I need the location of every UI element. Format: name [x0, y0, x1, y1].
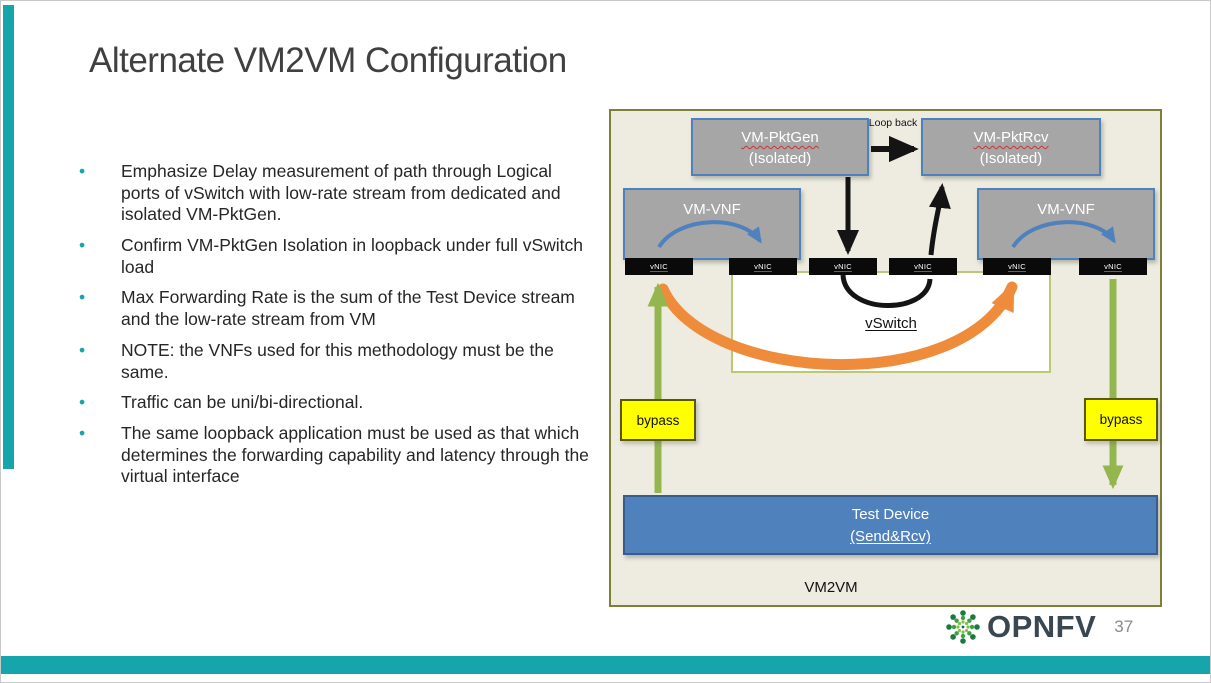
bullet-item: • Emphasize Delay measurement of path th… — [79, 161, 593, 226]
vswitch-label: vSwitch — [865, 315, 917, 332]
bullet-text: Emphasize Delay measurement of path thro… — [121, 161, 561, 225]
vm-pktrcv-label: VM-PktRcv — [973, 129, 1049, 146]
bypass-left-box: bypass — [620, 399, 696, 441]
page-number: 37 — [1114, 617, 1134, 636]
opnfv-logo-text: OPNFV — [987, 609, 1097, 644]
pktrcv-up-arrow — [928, 183, 951, 256]
bypass-left-label: bypass — [636, 412, 680, 428]
vm-vnf-left-label: VM-VNF — [683, 201, 741, 218]
vnic-box: vNIC — [889, 258, 957, 275]
vswitch-loopback-curve-black — [840, 274, 933, 308]
vnic-box: vNIC — [1079, 258, 1147, 275]
bypass-right-box: bypass — [1084, 398, 1158, 441]
loopback-label: Loop back — [868, 117, 918, 129]
opnfv-logo-icon — [946, 610, 980, 644]
bullet-item: • The same loopback application must be … — [79, 423, 593, 488]
vnic-label: vNIC — [1008, 261, 1026, 272]
vnf-right-loop-arrow — [1011, 220, 1116, 249]
left-accent-bar — [3, 5, 14, 469]
vnic-box: vNIC — [809, 258, 877, 275]
bypass-right-label: bypass — [1099, 412, 1143, 427]
vm-pktgen-sublabel: (Isolated) — [748, 150, 812, 167]
bullet-item: • Confirm VM-PktGen Isolation in loopbac… — [79, 235, 593, 278]
vnic-label: vNIC — [754, 261, 772, 272]
bottom-accent-bar — [1, 656, 1210, 674]
slide-title: Alternate VM2VM Configuration — [89, 41, 567, 80]
bullet-marker: • — [79, 422, 86, 443]
bullet-list: • Emphasize Delay measurement of path th… — [79, 161, 593, 497]
vm-pktrcv-box: VM-PktRcv (Isolated) — [921, 118, 1101, 176]
diagram-arrows — [647, 135, 1124, 493]
bullet-marker: • — [79, 392, 86, 413]
bullet-marker: • — [79, 287, 86, 308]
test-device-box: Test Device (Send&Rcv) — [623, 495, 1158, 555]
bullet-text: NOTE: the VNFs used for this methodology… — [121, 339, 554, 382]
vnic-label: vNIC — [914, 261, 932, 272]
vnic-label: vNIC — [1104, 261, 1122, 272]
vnic-box: vNIC — [625, 258, 693, 275]
vnic-box: vNIC — [729, 258, 797, 275]
vswitch-flow-arrow-orange — [657, 281, 1018, 370]
bullet-item: • NOTE: the VNFs used for this methodolo… — [79, 340, 593, 383]
bullet-text: Max Forwarding Rate is the sum of the Te… — [121, 287, 575, 330]
vnic-label: vNIC — [650, 261, 668, 272]
vnic-label: vNIC — [834, 261, 852, 272]
bullet-text: The same loopback application must be us… — [121, 422, 589, 487]
vnic-box: vNIC — [983, 258, 1051, 275]
test-device-label: Test Device — [851, 506, 930, 523]
brand-row: OPNFV 37 — [943, 607, 1133, 647]
bullet-marker: • — [79, 339, 86, 360]
vnf-left-loop-arrow — [657, 220, 762, 249]
bullet-item: • Max Forwarding Rate is the sum of the … — [79, 287, 593, 330]
bullet-marker: • — [79, 235, 86, 256]
vm-vnf-right-label: VM-VNF — [1037, 201, 1095, 218]
bullet-text: Confirm VM-PktGen Isolation in loopback … — [121, 235, 584, 277]
bullet-item: • Traffic can be uni/bi-directional. — [79, 392, 593, 414]
diagram-caption: VM2VM — [804, 579, 858, 596]
vm-pktgen-box: VM-PktGen (Isolated) — [691, 118, 869, 176]
vm2vm-diagram: vSwitch VM-PktGen (Isolated) Loop back V… — [609, 109, 1162, 607]
vm-pktrcv-sublabel: (Isolated) — [979, 150, 1043, 167]
bullet-marker: • — [79, 161, 86, 181]
vm-pktgen-label: VM-PktGen — [741, 129, 819, 146]
bullet-text: Traffic can be uni/bi-directional. — [121, 392, 364, 413]
test-device-sublabel: (Send&Rcv) — [850, 528, 931, 545]
